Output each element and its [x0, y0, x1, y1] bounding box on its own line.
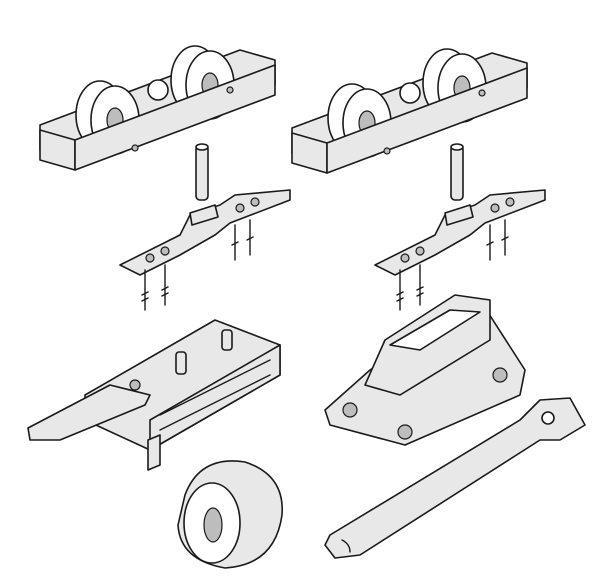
soft-close-clamp [27, 319, 281, 471]
roller-trolley-left [39, 45, 276, 171]
mounting-bracket-left [119, 143, 291, 311]
spanner-wrench [324, 397, 586, 559]
mounting-bracket-right [374, 143, 546, 311]
rubber-stopper [177, 460, 283, 569]
floor-guide [324, 294, 526, 446]
roller-trolley-right [291, 48, 528, 174]
